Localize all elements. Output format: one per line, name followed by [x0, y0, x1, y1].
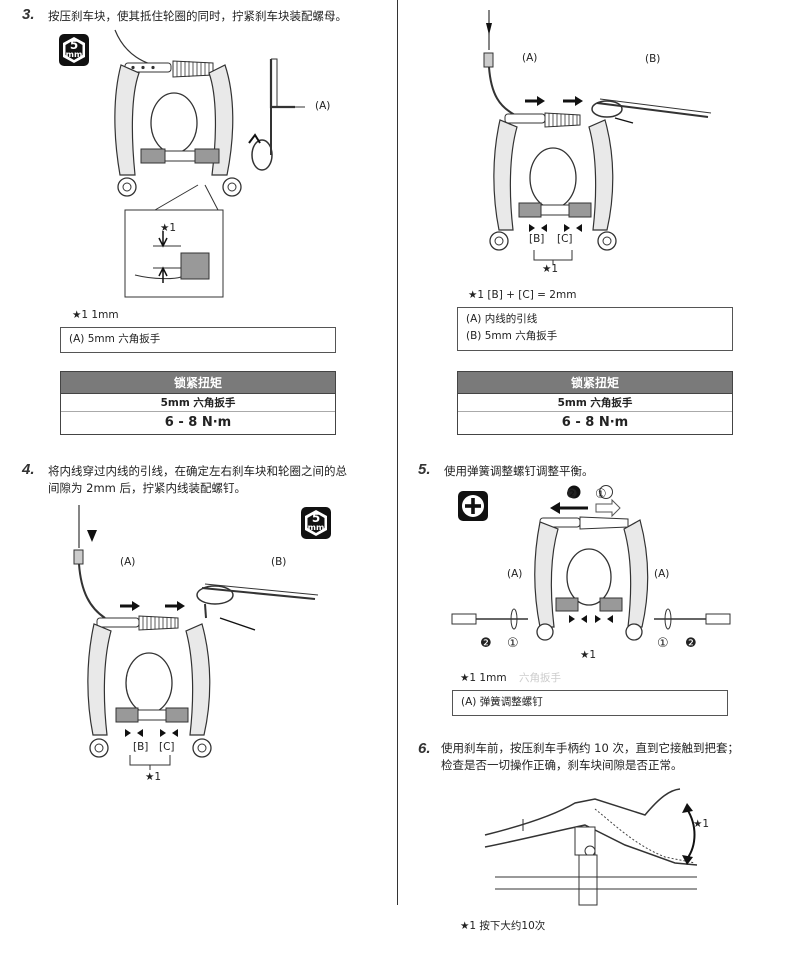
- step3-star-label: ★1: [160, 222, 177, 234]
- step3-torque-table: 锁紧扭矩 5mm 六角扳手 6 - 8 N·m: [60, 371, 336, 435]
- step5-ghost-text: 六角扳手: [519, 672, 561, 684]
- torque-tool: 5mm 六角扳手: [458, 394, 732, 412]
- torque-tool: 5mm 六角扳手: [61, 394, 335, 412]
- step4-label-a: (A): [120, 556, 136, 568]
- right-top-brake-illustration: [483, 10, 712, 265]
- step5-text: 使用弹簧调整螺钉调整平衡。: [444, 464, 594, 478]
- step3-label-a: (A): [315, 100, 331, 112]
- hex-wrench-5mm-icon: 5 mm: [58, 33, 90, 67]
- right-top-torque-table: 锁紧扭矩 5mm 六角扳手 6 - 8 N·m: [457, 371, 733, 435]
- right-top-star-label: ★1: [542, 263, 559, 275]
- step4-brake-illustration: [73, 505, 319, 770]
- hex-wrench-5mm-icon: 5 mm: [300, 506, 332, 540]
- step5-label-a-right: (A): [654, 568, 670, 580]
- step4-text-line1: 将内线穿过内线的引线，在确定左右刹车块和轮圈之间的总: [48, 464, 347, 478]
- step6-text: 使用刹车前，按压刹车手柄约 10 次，直到它接触到把套； 检查是否一切操作正确，…: [441, 740, 739, 774]
- step3-text: 按压刹车块，使其抵住轮圈的同时，拧紧刹车块装配螺母。: [48, 9, 347, 23]
- step5-note: ★1 1mm: [460, 672, 507, 684]
- step5-circle-2-right: ❷: [685, 636, 697, 651]
- step3-number: 3.: [22, 6, 35, 23]
- step4-label-cc: [C]: [159, 741, 175, 753]
- step5-star-label: ★1: [580, 649, 597, 661]
- step5-circle-1-left: ①: [507, 636, 519, 651]
- right-top-legend: (A) 内线的引线 (B) 5mm 六角扳手: [457, 307, 733, 351]
- step5-circle-1-right: ①: [657, 636, 669, 651]
- step4-star-label: ★1: [145, 771, 162, 783]
- legend-item-a: (A) 内线的引线: [466, 313, 538, 325]
- step6-lever-illustration: [484, 788, 698, 906]
- step6-text-line1: 使用刹车前，按压刹车手柄约 10 次，直到它接触到把套；: [441, 741, 739, 755]
- step5-circle-2-left: ❷: [480, 636, 492, 651]
- right-top-label-a: (A): [522, 52, 538, 64]
- step4-text-line2: 间隙为 2mm 后，拧紧内线装配螺钉。: [48, 481, 247, 495]
- step4-label-b: (B): [271, 556, 287, 568]
- tool-size-unit: mm: [65, 50, 83, 59]
- step5-circle-2-top: ❷: [566, 487, 578, 502]
- step6-number: 6.: [418, 740, 431, 757]
- right-top-label-cc: [C]: [557, 233, 573, 245]
- step3-brake-illustration: [114, 29, 305, 298]
- plus-screwdriver-icon: [457, 490, 489, 522]
- tool-size-unit: mm: [307, 523, 325, 532]
- step4-number: 4.: [22, 461, 35, 478]
- tool-size-number: 5: [69, 38, 79, 52]
- step5-number: 5.: [418, 461, 431, 478]
- torque-value: 6 - 8 N·m: [164, 415, 232, 430]
- right-top-note: ★1 [B] + [C] = 2mm: [468, 289, 577, 301]
- right-top-label-bb: [B]: [529, 233, 545, 245]
- column-divider: [397, 0, 398, 905]
- step6-note: ★1 按下大约10次: [460, 920, 546, 932]
- step4-text: 将内线穿过内线的引线，在确定左右刹车块和轮圈之间的总 间隙为 2mm 后，拧紧内…: [48, 463, 347, 497]
- step6-star-label: ★1: [693, 818, 710, 830]
- step5-circle-1-top: ①: [595, 487, 607, 502]
- step5-legend: (A) 弹簧调整螺钉: [452, 690, 728, 716]
- torque-header: 锁紧扭矩: [458, 372, 732, 394]
- step5-label-a-left: (A): [507, 568, 523, 580]
- step3-legend: (A) 5mm 六角扳手: [60, 327, 336, 353]
- step3-note: ★1 1mm: [72, 309, 119, 321]
- legend-item-b: (B) 5mm 六角扳手: [466, 330, 558, 342]
- tool-size-number: 5: [311, 511, 321, 525]
- step5-brake-illustration: [451, 485, 731, 641]
- step4-label-bb: [B]: [133, 741, 149, 753]
- torque-header: 锁紧扭矩: [61, 372, 335, 394]
- torque-value: 6 - 8 N·m: [561, 415, 629, 430]
- right-top-label-b: (B): [645, 53, 661, 65]
- step6-text-line2: 检查是否一切操作正确，刹车块间隙是否正常。: [441, 758, 683, 772]
